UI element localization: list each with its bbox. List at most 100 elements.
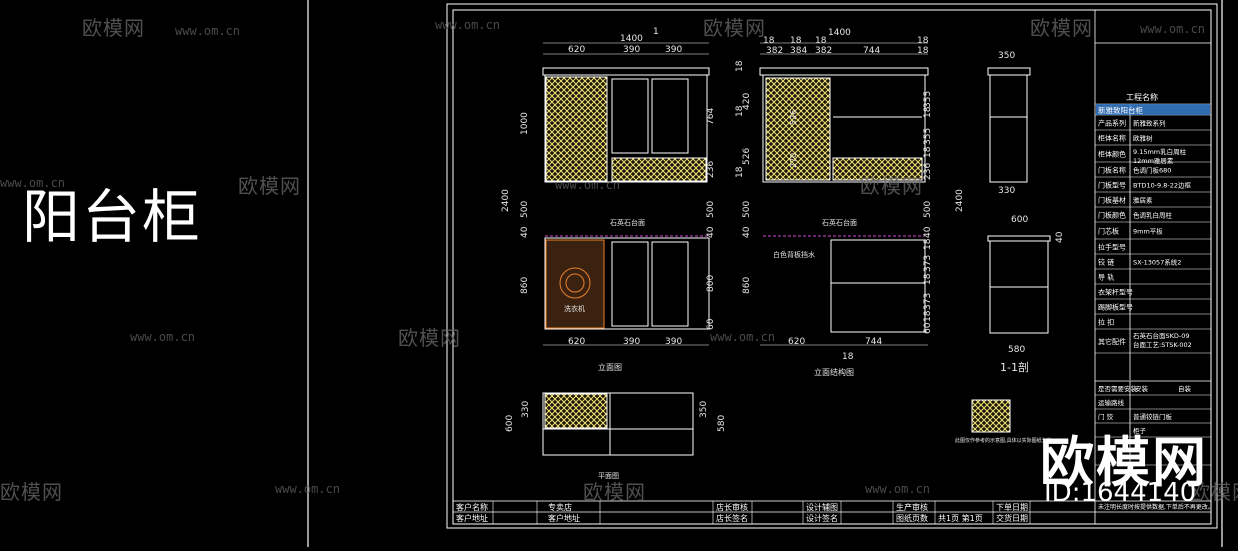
watermark-url: www.om.cn <box>435 18 501 32</box>
dim-struct-b3: 18 <box>842 352 854 362</box>
dim-struct-r9: 373 <box>923 255 933 272</box>
dim-struct-l4: 526 <box>742 148 752 165</box>
bottom-cell: 店长签名 <box>716 513 748 523</box>
dim-struct-l1: 18 <box>735 60 745 72</box>
dim-front-w2: 390 <box>623 45 640 55</box>
section-view <box>987 67 1051 334</box>
watermark-brand: 欧模网 <box>398 326 461 350</box>
spec-lower-value: 普通铰链门板 <box>1133 412 1173 421</box>
watermark-url: www.om.cn <box>865 482 931 496</box>
watermark-brand: 欧模网 <box>1190 480 1238 504</box>
watermark-url: www.om.cn <box>555 178 621 192</box>
spec-install-label: 是否需要安装 <box>1098 384 1138 393</box>
dim-struct-l7: 40 <box>742 226 752 238</box>
spec-row-value: 新雅致系列 <box>1133 119 1166 128</box>
dim-struct-t1: 18 <box>763 36 775 46</box>
dim-struct-r10: 18 <box>923 273 933 285</box>
watermark-url: www.om.cn <box>710 330 776 344</box>
dim-struct-b2: 744 <box>865 337 882 347</box>
spec-row-value: 色调门板680 <box>1133 166 1171 175</box>
spec-install-no: 自装 <box>1178 384 1192 393</box>
front-caption: 立面图 <box>598 362 622 372</box>
dim-front-total: 1400 <box>620 34 643 44</box>
washing-machine <box>545 239 605 329</box>
bottom-cell: 共1页 第1页 <box>938 513 983 523</box>
spec-title-cell: 新雅致阳台柜 <box>1098 105 1143 115</box>
spec-row-label: 门芯板 <box>1098 227 1119 236</box>
watermark-brand: 欧模网 <box>1030 16 1093 40</box>
watermark-brand: 欧模网 <box>583 480 646 504</box>
bottom-cell: 专卖店 <box>548 502 572 512</box>
section-countertop <box>987 235 1051 242</box>
spec-footer-note: 未注明长度时按提供数据,下单后不再更改。 <box>1098 503 1214 511</box>
lower-door-right <box>651 241 689 327</box>
bottom-cell: 设计签名 <box>806 513 838 523</box>
dim-front-b3: 390 <box>665 337 682 347</box>
bottom-col-lines <box>452 501 1031 524</box>
section-caption: 1-1剖 <box>1000 360 1029 374</box>
spec-row-value: 色调乳白周柱 <box>1133 211 1173 220</box>
dim-plan-350: 350 <box>699 401 709 418</box>
dim-sec-350: 350 <box>998 51 1015 61</box>
washer-drum-inner <box>565 273 585 293</box>
dim-sec-580: 580 <box>1008 345 1025 355</box>
lower-cabinet <box>544 237 710 330</box>
dim-front-h1: 1000 <box>520 112 530 135</box>
plan-lower <box>542 428 694 456</box>
dim-struct-t5: 382 <box>766 46 783 56</box>
lower-door-left <box>611 241 649 327</box>
structure-lower <box>830 239 926 333</box>
dim-struct-r8: 18 <box>923 238 933 250</box>
bottom-cell: 设计辅图 <box>806 502 838 512</box>
dim-front-h3: 40 <box>520 226 530 238</box>
spec-row-value: 雅居素 <box>1133 196 1153 205</box>
dim-struct-r4: 18 <box>923 146 933 158</box>
dim-struct-r5: 236 <box>923 163 933 180</box>
section-upper <box>989 74 1028 183</box>
dim-struct-t4: 18 <box>917 36 929 46</box>
page-title: 阳台柜 <box>22 183 203 251</box>
watermark-brand: 欧模网 <box>860 174 923 198</box>
bottom-table-text: 客户名称专卖店店长审核设计辅图生产审核下单日期客户地址客户地址店长签名设计签名图… <box>456 502 1028 523</box>
dim-front-h4: 860 <box>520 277 530 294</box>
bottom-cell: 客户地址 <box>456 513 488 523</box>
dim-front-r1: 764 <box>706 108 716 125</box>
dim-struct-r2: 18 <box>923 106 933 118</box>
spec-row-label: 门板型号 <box>1098 181 1126 190</box>
struct-caption: 立面结构图 <box>814 367 854 377</box>
sheet-border <box>446 3 1218 529</box>
dim-struct-r12: 18 <box>923 310 933 322</box>
watermark-url: www.om.cn <box>0 176 66 190</box>
spec-row-label: 门板基材 <box>1098 196 1126 205</box>
dim-front-r4: 40 <box>706 226 716 238</box>
bottom-cell: 交货日期 <box>996 513 1028 523</box>
spec-row-value: 12mm雅居素 <box>1133 156 1174 165</box>
dim-front-b1: 620 <box>568 337 585 347</box>
watermark-url: www.om.cn <box>175 24 241 38</box>
plan-view <box>542 392 694 456</box>
dim-struct-r11: 373 <box>923 293 933 310</box>
dim-struct-r13: 60 <box>923 322 933 334</box>
spec-row-value: 石英石台面SKD-09 <box>1133 331 1190 340</box>
dim-struct-inner1: 526 <box>789 110 798 125</box>
bottom-cell: 下单日期 <box>996 502 1028 512</box>
dim-struct-t2: 18 <box>790 36 802 46</box>
front-note: 石英石台面 <box>610 218 645 227</box>
structure-elevation <box>759 67 929 333</box>
title-cell-highlight <box>1096 104 1210 115</box>
lattice-sample <box>971 399 1011 433</box>
dim-struct-r6: 500 <box>923 201 933 218</box>
dim-struct-t8: 744 <box>863 46 880 56</box>
dim-struct-b1: 620 <box>788 337 805 347</box>
dim-struct-l6: 500 <box>742 201 752 218</box>
lattice-note: 此图仅作参考的示意图,具体以实际图纸为准 <box>955 437 1052 444</box>
dim-plan-580: 580 <box>717 415 727 432</box>
plan-lattice <box>544 393 608 429</box>
dim-struct-l8: 860 <box>742 277 752 294</box>
spec-row-label: 导 轨 <box>1098 273 1114 282</box>
washer-label: 洗衣机 <box>564 304 585 313</box>
bottom-cell: 客户名称 <box>456 502 488 512</box>
dim-plan-600: 600 <box>505 415 515 432</box>
